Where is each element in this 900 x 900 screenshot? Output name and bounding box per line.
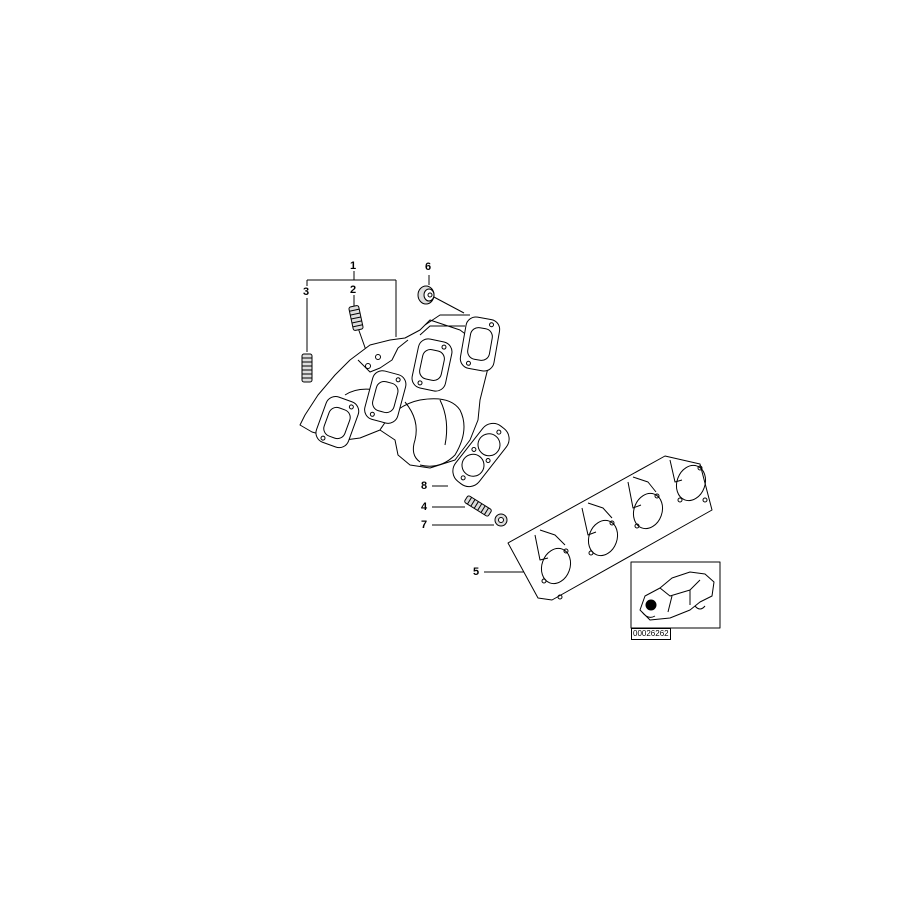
leader-lines [306, 271, 524, 573]
callout-1: 1 [350, 260, 357, 272]
callout-8: 8 [421, 480, 428, 492]
port-flange-4 [459, 316, 501, 372]
callout-5: 5 [473, 566, 480, 578]
port-flange-2 [364, 370, 407, 424]
stud-bolt-3 [301, 353, 313, 383]
nut-6 [417, 285, 435, 305]
stud-bolt-4 [464, 495, 492, 517]
port-flange-3 [411, 338, 453, 392]
diagram-reference-code: 00026262 [631, 628, 671, 640]
exhaust-manifold [299, 314, 501, 469]
manifold-gasket-5 [507, 455, 713, 601]
callout-3: 3 [303, 286, 310, 298]
flange-gasket-8 [452, 422, 510, 488]
callout-7: 7 [421, 519, 428, 531]
callout-2: 2 [350, 284, 357, 296]
callout-4: 4 [421, 501, 428, 513]
port-flange-1 [315, 396, 360, 449]
stud-bolt-2 [348, 305, 364, 331]
nut-7 [494, 513, 508, 527]
vehicle-locator-thumbnail [630, 561, 721, 629]
callout-6: 6 [425, 261, 432, 273]
